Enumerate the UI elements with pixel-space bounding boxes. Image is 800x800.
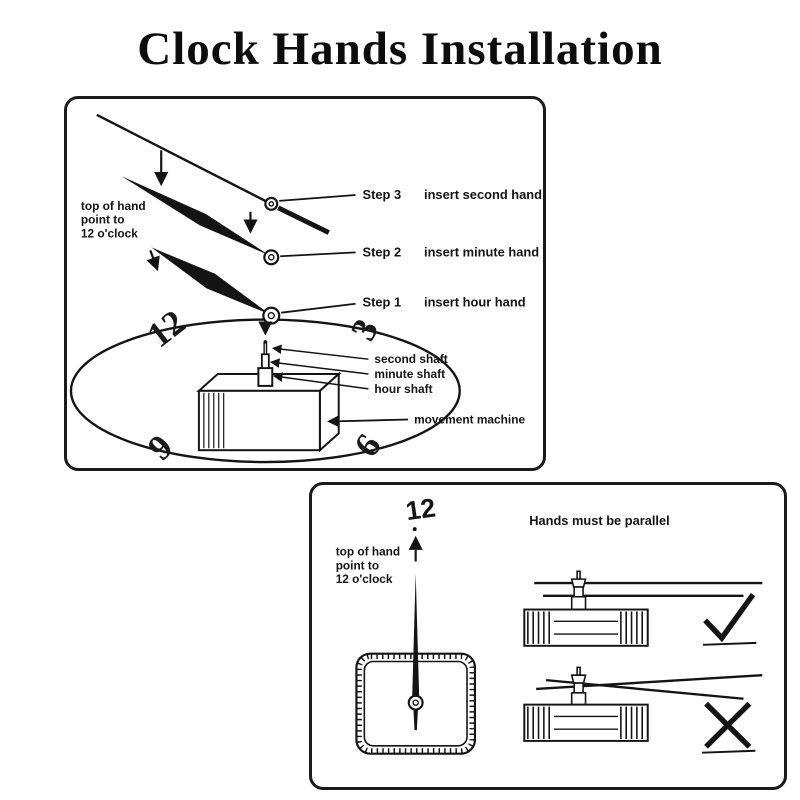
parallel-example-wrong <box>523 666 763 754</box>
step1-text: insert hour hand <box>424 295 526 310</box>
minute-shaft <box>260 353 270 369</box>
shaft-flange <box>570 578 587 588</box>
twelve-dot <box>412 527 417 532</box>
cross-icon <box>704 701 752 749</box>
parallel-heading: Hands must be parallel <box>529 513 669 528</box>
shaft-mid <box>573 586 584 598</box>
second-shaft-tip <box>263 340 268 344</box>
shaft-flange <box>570 674 587 684</box>
hour-hand-blade <box>151 247 271 315</box>
alignment-panel: Hands must be parallel 12 top of hand po… <box>309 482 787 790</box>
check-icon <box>703 593 756 643</box>
minute-hand <box>121 176 280 266</box>
leader-hour-shaft <box>272 372 369 390</box>
second-hand <box>96 113 330 235</box>
clock-numeral-12: 12 <box>140 302 193 355</box>
minute-shaft-label: minute shaft <box>374 367 445 381</box>
second-hand-tail <box>277 205 330 235</box>
step1-label: Step 1 <box>363 295 402 310</box>
machine-side-view <box>523 703 649 742</box>
note-line-3: 12 o'clock <box>81 227 138 241</box>
machine-side-view <box>523 608 649 647</box>
hand-hub-hole <box>412 699 419 706</box>
shaft-labels: second shaft minute shaft hour shaft mov… <box>374 352 525 426</box>
alignment-diagram-svg: Hands must be parallel 12 top of hand po… <box>336 493 763 755</box>
orientation-note-bottom: top of hand point to 12 o'clock <box>336 545 400 586</box>
leader-step1 <box>281 302 356 314</box>
note-line-3: 12 o'clock <box>336 572 393 586</box>
shaft-pin <box>576 570 581 580</box>
second-hand-hub-hole <box>268 200 275 207</box>
hour-hand-hub-hole <box>267 311 275 320</box>
step3-label: Step 3 <box>363 187 402 202</box>
second-shaft-label: second shaft <box>374 352 447 366</box>
page-title: Clock Hands Installation <box>137 23 663 75</box>
leader-second-shaft <box>271 344 369 360</box>
step3-text: insert second hand <box>424 187 542 202</box>
twelve-numeral: 12 <box>404 493 438 527</box>
note-line-2: point to <box>81 213 125 227</box>
hour-shaft-label: hour shaft <box>374 382 432 396</box>
leader-minute-shaft <box>269 358 369 375</box>
aligned-hand <box>407 573 424 731</box>
movement-machine <box>196 340 342 453</box>
leader-step2 <box>280 251 356 258</box>
second-hand-needle <box>96 113 266 202</box>
machine-front-face <box>197 389 321 452</box>
note-line-1: top of hand <box>336 545 400 559</box>
exploded-view-panel: 12 3 9 6 <box>64 96 546 471</box>
shaft-base <box>570 595 587 611</box>
parallel-example-correct <box>523 570 763 647</box>
movement-machine-label: movement machine <box>414 412 525 426</box>
hour-shaft <box>257 367 274 387</box>
step2-label: Step 2 <box>363 244 402 259</box>
clock-numeral-6: 6 <box>346 426 389 464</box>
assembly-arrows <box>146 150 273 336</box>
leader-machine <box>327 415 409 428</box>
check-underline <box>702 641 757 646</box>
hand-blade <box>412 573 420 699</box>
step2-text: insert minute hand <box>424 244 539 259</box>
machine-ridges <box>203 392 225 449</box>
cross-underline <box>702 749 756 754</box>
note-line-2: point to <box>336 558 379 572</box>
minute-hand-hub-hole <box>268 254 275 261</box>
second-shaft-pin <box>263 341 268 355</box>
leader-step3 <box>279 194 356 202</box>
shaft-mid <box>573 682 584 694</box>
orientation-note: top of hand point to 12 o'clock <box>81 199 146 241</box>
shaft-base <box>570 692 587 706</box>
leader-lines <box>269 194 409 428</box>
shaft-stack <box>257 340 274 387</box>
hand-tail <box>413 706 419 731</box>
note-line-1: top of hand <box>81 199 146 213</box>
note-arrow <box>146 249 160 272</box>
minute-hand-blade <box>121 176 270 256</box>
shaft-pin <box>576 666 581 677</box>
clock-numeral-3: 3 <box>343 312 387 346</box>
step-labels: Step 3 insert second hand Step 2 insert … <box>363 187 543 310</box>
exploded-diagram-svg: 12 3 9 6 <box>69 113 543 468</box>
